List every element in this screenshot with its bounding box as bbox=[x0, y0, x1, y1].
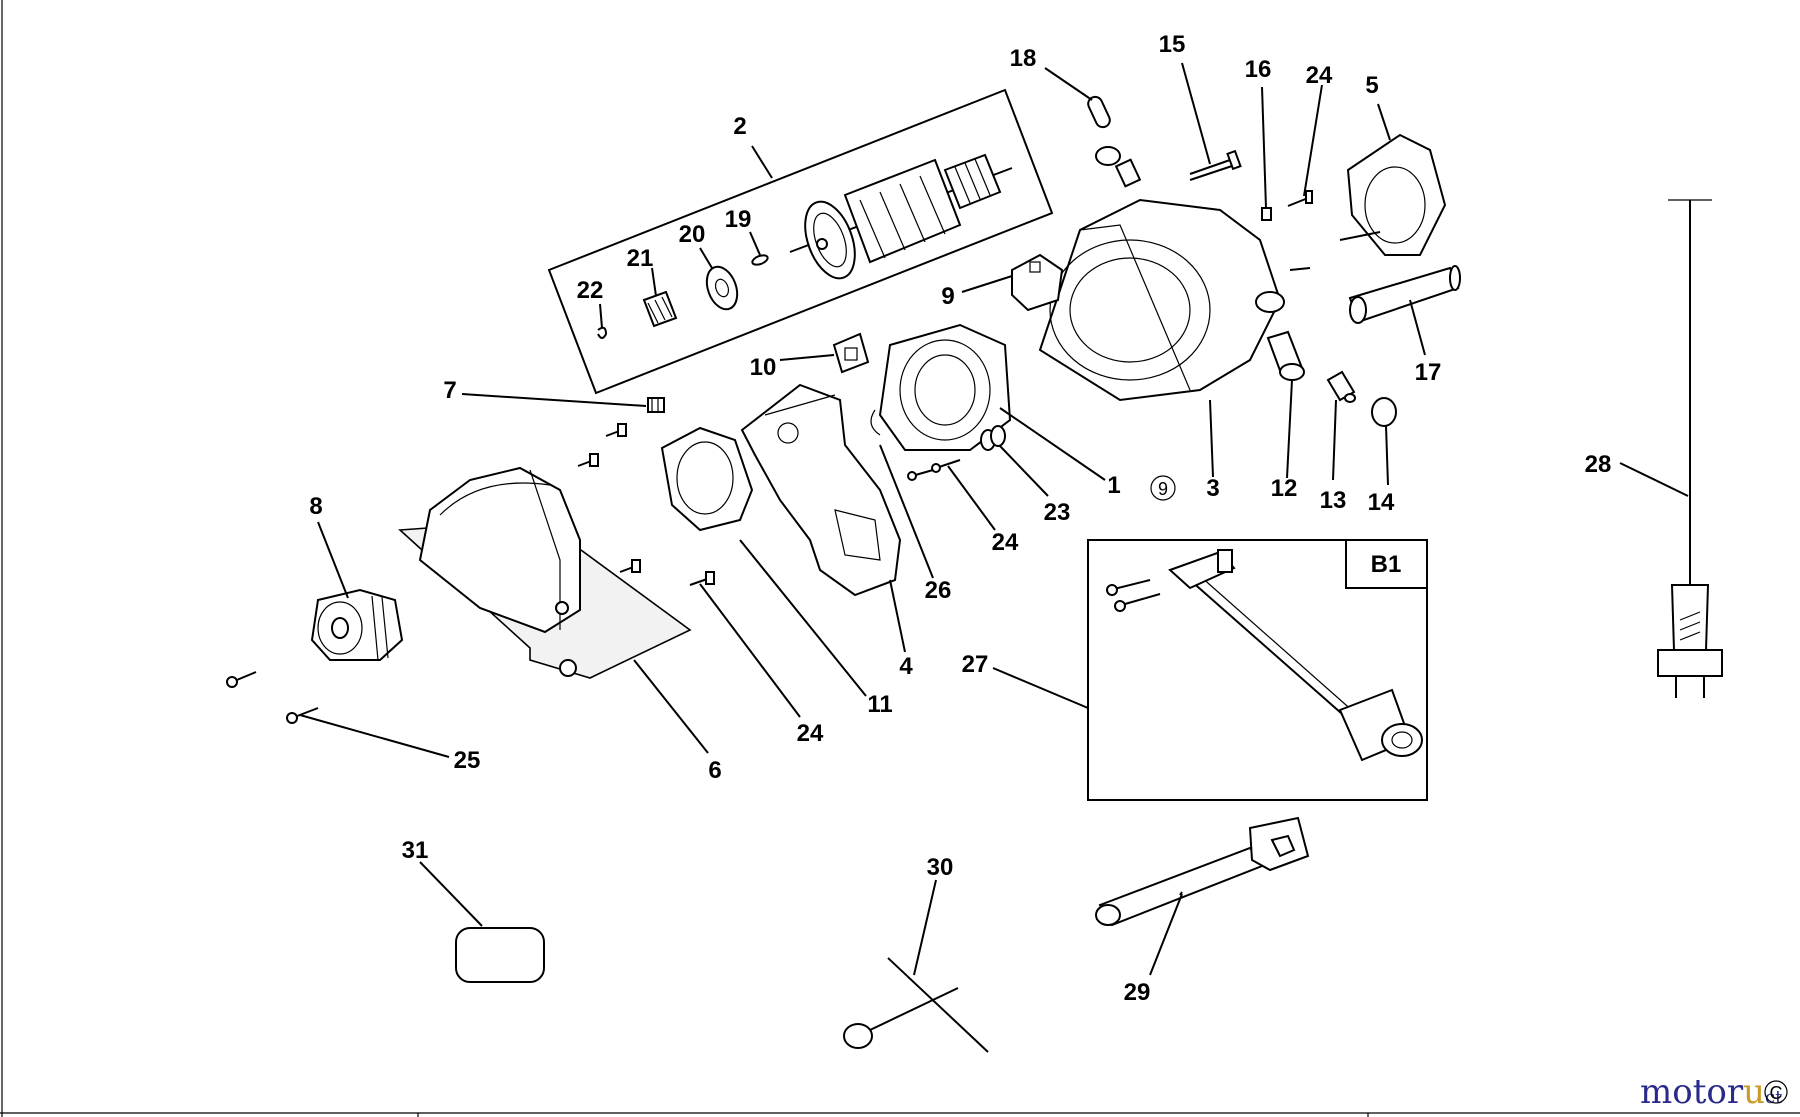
brush-cap-part bbox=[1371, 397, 1397, 427]
callout-13: 13 bbox=[1320, 487, 1347, 514]
nut-part bbox=[647, 397, 665, 413]
callout-26: 26 bbox=[925, 577, 952, 604]
callout-9: 9 bbox=[941, 283, 954, 310]
svg-text:motoruct: motoruct bbox=[1640, 1072, 1783, 1112]
callout-25: 25 bbox=[454, 747, 481, 774]
gear-assembly-part bbox=[310, 588, 404, 661]
bearing-part bbox=[705, 265, 739, 311]
carbon-brush-part bbox=[1326, 370, 1356, 403]
callout-24-low: 24 bbox=[797, 720, 824, 747]
ring-part bbox=[1087, 95, 1111, 129]
switch-button-part bbox=[832, 332, 870, 374]
circlip-part bbox=[597, 326, 608, 339]
callout-10: 10 bbox=[750, 354, 777, 381]
callout-1: 1 bbox=[1107, 472, 1120, 499]
side-handle-part bbox=[1348, 265, 1461, 324]
wrench-part bbox=[1095, 816, 1310, 927]
inset-b1-box: B1 bbox=[1087, 539, 1428, 801]
armature-part bbox=[789, 153, 1013, 280]
callout-20: 20 bbox=[679, 221, 706, 248]
callout-14: 14 bbox=[1368, 489, 1395, 516]
callout-29: 29 bbox=[1124, 979, 1151, 1006]
bolt-part bbox=[1189, 149, 1242, 181]
spring-part bbox=[980, 425, 1006, 451]
callout-30: 30 bbox=[927, 854, 954, 881]
callout-6: 6 bbox=[708, 757, 721, 784]
callout-7: 7 bbox=[443, 377, 456, 404]
callout-11: 11 bbox=[867, 691, 892, 718]
sleeve-part bbox=[1266, 330, 1305, 381]
callout-15: 15 bbox=[1159, 31, 1186, 58]
callout-22: 22 bbox=[577, 277, 604, 304]
brush-ring-part bbox=[660, 426, 754, 532]
callout-8: 8 bbox=[309, 493, 322, 520]
base-screws-part bbox=[226, 671, 319, 724]
guard-screws-part bbox=[577, 423, 715, 586]
stamp-nine: 9 bbox=[1150, 475, 1176, 501]
pin-part bbox=[1261, 207, 1272, 221]
callout-21: 21 bbox=[627, 245, 654, 272]
pinion-gear-part bbox=[642, 290, 678, 328]
callout-24-mid: 24 bbox=[992, 529, 1019, 556]
callout-5: 5 bbox=[1365, 72, 1378, 99]
blade-guard-base-part bbox=[398, 466, 692, 679]
motor-housing-part bbox=[1038, 158, 1311, 402]
watermark-text-a: motor bbox=[1640, 1072, 1744, 1112]
callout-2: 2 bbox=[733, 113, 746, 140]
label-plate-part bbox=[455, 927, 545, 983]
callout-4: 4 bbox=[899, 653, 913, 680]
callout-12: 12 bbox=[1271, 475, 1298, 502]
screw-part bbox=[1287, 190, 1313, 207]
inset-b1-label: B1 bbox=[1371, 551, 1402, 578]
main-handle-part bbox=[740, 383, 902, 597]
callout-19: 19 bbox=[725, 206, 752, 233]
key-part bbox=[751, 254, 769, 266]
t-wrench-part bbox=[843, 957, 989, 1053]
switch-part bbox=[1011, 253, 1064, 312]
bushing-part bbox=[1095, 146, 1121, 166]
watermark-text-b: u bbox=[1743, 1072, 1765, 1112]
stamp-nine-text: 9 bbox=[1158, 479, 1168, 499]
leader-lines bbox=[299, 62, 1689, 976]
callout-24-top: 24 bbox=[1306, 62, 1333, 89]
callout-27: 27 bbox=[962, 651, 989, 678]
callout-17: 17 bbox=[1415, 359, 1442, 386]
armature-group-box bbox=[547, 88, 1054, 395]
callout-28: 28 bbox=[1585, 451, 1612, 478]
callout-3: 3 bbox=[1206, 475, 1219, 502]
screws-pair-part bbox=[907, 459, 961, 481]
callout-31: 31 bbox=[402, 837, 429, 864]
end-cap-part bbox=[1339, 133, 1447, 256]
callout-16: 16 bbox=[1245, 56, 1272, 83]
callout-labels: 2 18 15 16 24 5 19 20 21 22 9 10 7 8 1 3… bbox=[309, 31, 1611, 1006]
watermark: motoruct C bbox=[1640, 1072, 1788, 1112]
callout-23: 23 bbox=[1044, 499, 1071, 526]
power-cord-part bbox=[1657, 199, 1723, 698]
corner-mark: C bbox=[1770, 1083, 1783, 1103]
stator-field-part bbox=[870, 323, 1012, 451]
callout-18: 18 bbox=[1010, 45, 1037, 72]
